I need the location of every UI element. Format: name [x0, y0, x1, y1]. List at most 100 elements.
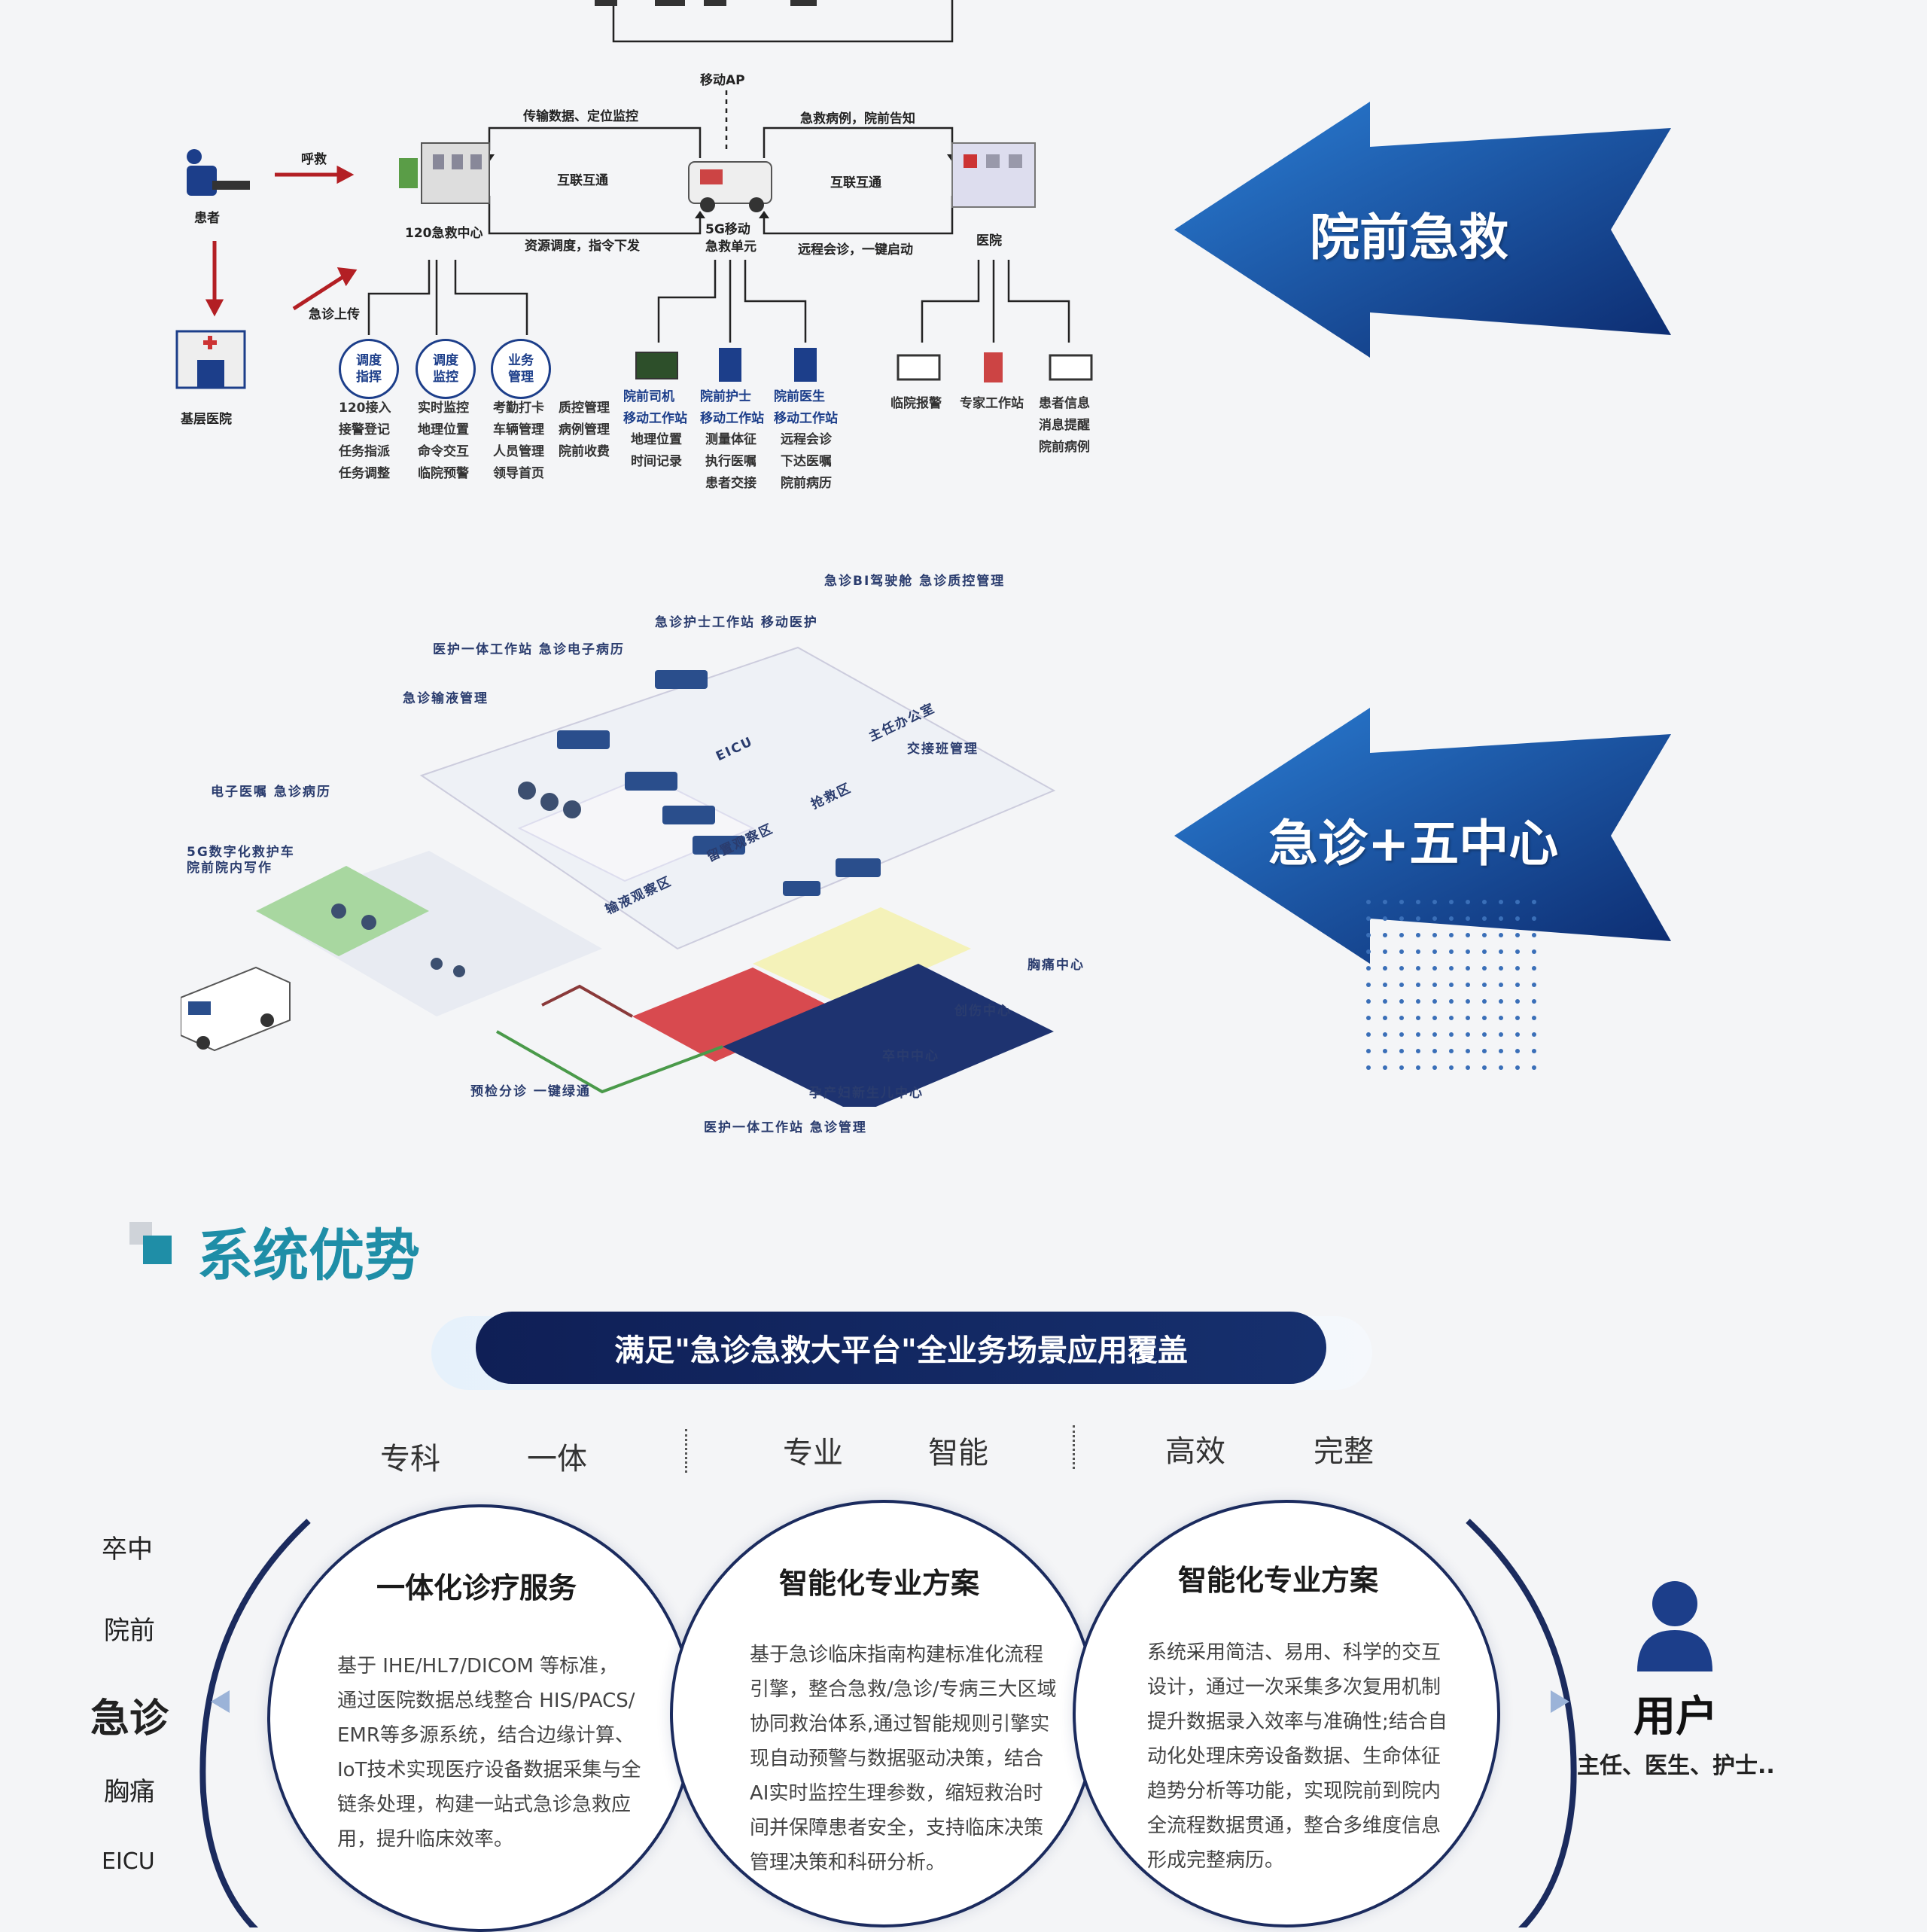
dot — [1366, 949, 1371, 954]
dot — [1383, 900, 1387, 904]
tag-integrated: 一体 — [527, 1442, 587, 1476]
pre-hospital-arrow — [1174, 102, 1671, 358]
circle-1-body: 基于 IHE/HL7/DICOM 等标准，通过医院数据总线整合 HIS/PACS… — [337, 1655, 641, 1851]
advantage-circle-3 — [1073, 1500, 1500, 1927]
dot — [1383, 983, 1387, 987]
pre-hospital-arrow-label: 院前急救 — [1310, 209, 1508, 267]
emergency-arrow — [1174, 708, 1671, 964]
dispatch-monitor-circle: 调度监控 — [416, 339, 476, 399]
circle-2-body: 基于急诊临床指南构建标准化流程引擎，整合急救/急诊/专病三大区域协同救治体系,通… — [750, 1644, 1057, 1874]
iso-label-stroke: 卒中中心 — [882, 1049, 939, 1064]
nurse-workstation-items: 测量体征执行医嘱患者交接 — [705, 432, 756, 491]
outer-arc — [199, 1519, 1577, 1927]
dot — [1466, 999, 1470, 1004]
user-title: 用户 — [1633, 1693, 1718, 1742]
iso-label-handover: 交接班管理 — [907, 742, 979, 757]
dot — [1466, 983, 1470, 987]
dot — [1532, 916, 1536, 921]
dot — [1532, 983, 1536, 987]
hospital-alarm-label: 临院报警 — [890, 396, 942, 411]
dot — [1432, 900, 1437, 904]
dot — [1366, 916, 1371, 921]
dot — [1515, 966, 1520, 971]
unit-5g-label-1: 5G移动 — [705, 222, 750, 237]
quality-items: 质控管理病例管理院前收费 — [559, 401, 610, 459]
dot — [1532, 933, 1536, 937]
dot — [1532, 900, 1536, 904]
emergency-arrow-label: 急诊+五中心 — [1268, 815, 1559, 873]
dot — [1515, 983, 1520, 987]
dot — [1416, 1049, 1420, 1053]
dot — [1383, 1065, 1387, 1070]
dot — [1499, 900, 1503, 904]
dot — [1482, 1049, 1487, 1053]
dot — [1466, 1065, 1470, 1070]
left-item-stroke: 卒中 — [102, 1534, 153, 1565]
call-label: 呼救 — [301, 152, 327, 167]
dot — [1466, 966, 1470, 971]
dot — [1532, 999, 1536, 1004]
interconnect-label-2: 互联互通 — [830, 175, 881, 190]
tag-specialty: 专科 — [380, 1442, 440, 1476]
iso-label-collab: 院前院内写作 — [187, 861, 272, 876]
dot — [1432, 916, 1437, 921]
dot — [1482, 1065, 1487, 1070]
dot — [1499, 916, 1503, 921]
dispatch-center-icon — [399, 142, 490, 204]
clinic-icon — [175, 330, 246, 389]
dot — [1432, 983, 1437, 987]
section-title: 系统优势 — [197, 1223, 420, 1288]
dot — [1416, 1016, 1420, 1020]
dot — [1399, 966, 1404, 971]
dot — [1416, 966, 1420, 971]
dot — [1466, 933, 1470, 937]
dot — [1416, 949, 1420, 954]
dot — [1466, 900, 1470, 904]
dot — [1416, 983, 1420, 987]
dot — [1449, 999, 1454, 1004]
dot — [1482, 933, 1487, 937]
dot — [1383, 949, 1387, 954]
dot — [1515, 933, 1520, 937]
dot — [1515, 1032, 1520, 1037]
left-item-eicu: EICU — [102, 1848, 155, 1875]
transmit-monitor-label: 传输数据、定位监控 — [523, 109, 638, 124]
dot — [1532, 949, 1536, 954]
emergency-upload-label: 急诊上传 — [309, 307, 360, 322]
iso-label-chest-pain: 胸痛中心 — [1027, 958, 1085, 973]
pre-hospital-diagram-lines — [175, 0, 1093, 389]
dot — [1499, 933, 1503, 937]
dot — [1432, 1049, 1437, 1053]
emergency-case-label: 急救病例，院前告知 — [800, 111, 915, 126]
dot — [1383, 966, 1387, 971]
dot — [1432, 1016, 1437, 1020]
dot — [1366, 1032, 1371, 1037]
business-management-circle: 业务管理 — [491, 339, 551, 399]
dot — [1366, 999, 1371, 1004]
dot — [1515, 949, 1520, 954]
dot — [1532, 966, 1536, 971]
left-item-prehospital: 院前 — [104, 1616, 155, 1646]
left-item-chest-pain: 胸痛 — [104, 1777, 155, 1807]
dot — [1499, 983, 1503, 987]
dot — [1515, 1016, 1520, 1020]
mobile-ap-label: 移动AP — [700, 73, 745, 88]
dot — [1482, 1016, 1487, 1020]
left-item-emergency: 急诊 — [90, 1696, 169, 1742]
dot — [1366, 1049, 1371, 1053]
iso-label-triage: 预检分诊 一键绿通 — [470, 1084, 591, 1099]
dot — [1416, 900, 1420, 904]
doctor-workstation-title: 院前医生移动工作站 — [774, 389, 838, 426]
dot — [1449, 1065, 1454, 1070]
dot — [1383, 999, 1387, 1004]
dot — [1499, 1016, 1503, 1020]
dot — [1383, 916, 1387, 921]
dot — [1383, 1032, 1387, 1037]
iso-label-management: 医护一体工作站 急诊管理 — [704, 1120, 867, 1135]
driver-workstation-items: 地理位置时间记录 — [631, 432, 682, 469]
iso-label-bi: 急诊BI驾驶舱 急诊质控管理 — [824, 574, 1006, 589]
dot — [1532, 1016, 1536, 1020]
dot — [1399, 983, 1404, 987]
dot — [1416, 1065, 1420, 1070]
dot — [1366, 933, 1371, 937]
